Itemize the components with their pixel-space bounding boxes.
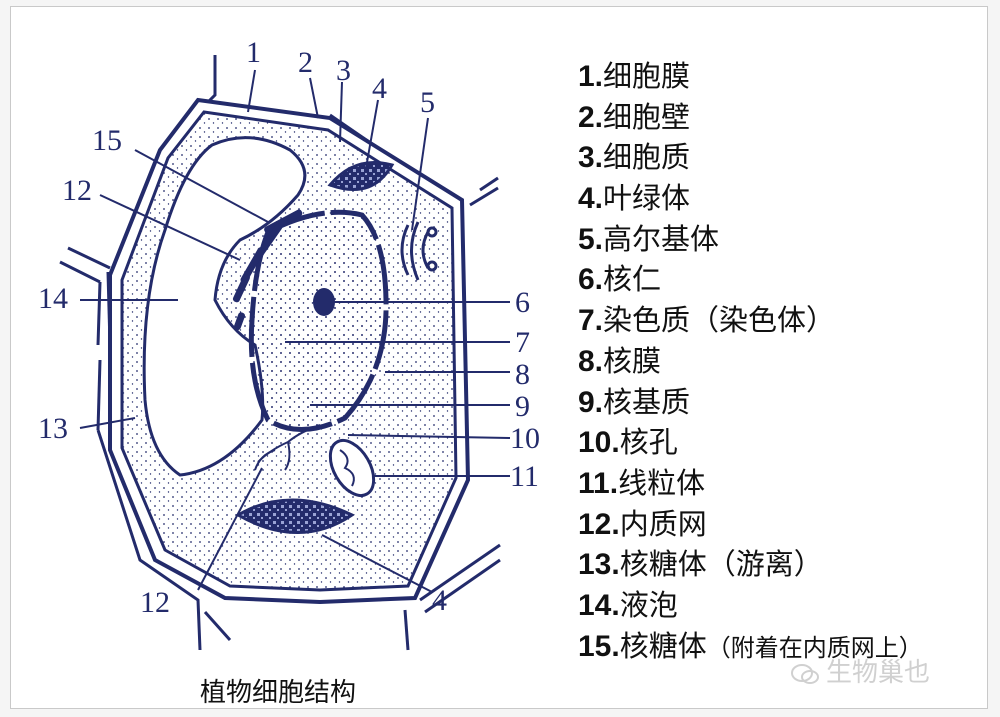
legend-item: 8.核膜 (578, 341, 988, 382)
legend-item: 3.细胞质 (578, 137, 988, 178)
endoplasmic-reticulum (232, 209, 303, 330)
legend-number: 8. (578, 344, 604, 378)
legend-item: 9.核基质 (578, 382, 988, 423)
legend-text: 核糖体 (619, 628, 707, 663)
legend-number: 4. (578, 182, 604, 216)
legend-text: 细胞壁 (603, 99, 691, 134)
legend-number: 15. (578, 629, 620, 663)
legend-text: 细胞质 (603, 140, 691, 175)
label-7: 7 (515, 326, 530, 359)
legend-text: 核膜 (603, 343, 662, 378)
label-4-top: 4 (372, 72, 387, 105)
label-14: 14 (38, 282, 68, 315)
legend-item: 10.核孔 (578, 422, 988, 463)
legend-number: 5. (578, 222, 604, 256)
chloroplast (234, 498, 356, 534)
rough-er-lower (254, 424, 321, 471)
legend-text: 核孔 (619, 425, 678, 460)
legend-item: 14.液泡 (578, 585, 988, 626)
label-12-bottom: 12 (140, 586, 170, 619)
legend-number: 1. (578, 60, 604, 93)
legend-item: 1.细胞膜 (578, 56, 988, 97)
legend-note: （附着在内质网上） (706, 633, 923, 662)
wechat-icon (791, 663, 819, 684)
legend-number: 3. (578, 141, 604, 175)
legend-text: 核仁 (603, 262, 662, 297)
legend-item: 4.叶绿体 (578, 178, 988, 219)
label-5: 5 (420, 86, 435, 119)
label-3: 3 (336, 54, 351, 87)
legend-text: 内质网 (619, 506, 707, 541)
label-10: 10 (510, 422, 540, 455)
legend-text: 染色质（染色体） (603, 303, 836, 338)
label-11: 11 (510, 460, 539, 493)
legend-item: 15.核糖体（附着在内质网上） (578, 626, 988, 667)
label-4-bottom: 4 (432, 584, 447, 617)
mitochondrion (328, 439, 376, 497)
legend-item: 13.核糖体（游离） (578, 544, 988, 585)
legend-text: 核基质 (603, 384, 691, 419)
plant-cell-diagram: 1 2 3 4 5 6 7 8 9 10 11 15 12 14 13 12 4 (38, 36, 540, 651)
legend-number: 2. (578, 100, 604, 134)
label-15: 15 (92, 124, 122, 157)
leader-lines (79, 69, 511, 593)
label-6: 6 (515, 286, 530, 319)
legend-number: 6. (578, 263, 604, 297)
label-9: 9 (515, 390, 530, 423)
label-2: 2 (298, 46, 313, 79)
legend-text: 叶绿体 (603, 181, 691, 216)
legend-item: 2.细胞壁 (578, 97, 988, 138)
nucleus (248, 209, 389, 432)
legend-number: 14. (578, 588, 620, 622)
label-8: 8 (515, 358, 530, 391)
watermark: 生物巢也 (790, 652, 930, 689)
legend-number: 13. (578, 548, 620, 582)
legend-text: 液泡 (619, 587, 678, 622)
chloroplast (327, 161, 395, 191)
legend-number: 12. (578, 507, 620, 541)
legend-item: 5.高尔基体 (578, 219, 988, 260)
legend-number: 11. (578, 466, 619, 500)
legend-item: 11.线粒体 (578, 463, 988, 504)
legend-number: 7. (578, 304, 604, 338)
legend-text: 线粒体 (618, 465, 706, 500)
label-12-top: 12 (62, 174, 92, 207)
legend-item: 7.染色质（染色体） (578, 300, 988, 341)
diagram-caption: 植物细胞结构 (200, 678, 357, 708)
watermark-text: 生物巢也 (826, 658, 931, 688)
legend-text: 细胞膜 (603, 59, 691, 93)
legend-item: 12.内质网 (578, 504, 988, 545)
legend-item: 6.核仁 (578, 259, 988, 300)
golgi-apparatus (400, 221, 438, 281)
legend-number: 9. (578, 385, 604, 419)
legend-number: 10. (578, 426, 620, 460)
label-1: 1 (246, 36, 261, 69)
label-13: 13 (38, 412, 68, 445)
legend-text: 高尔基体 (603, 221, 720, 256)
legend-text: 核糖体（游离） (619, 547, 823, 582)
